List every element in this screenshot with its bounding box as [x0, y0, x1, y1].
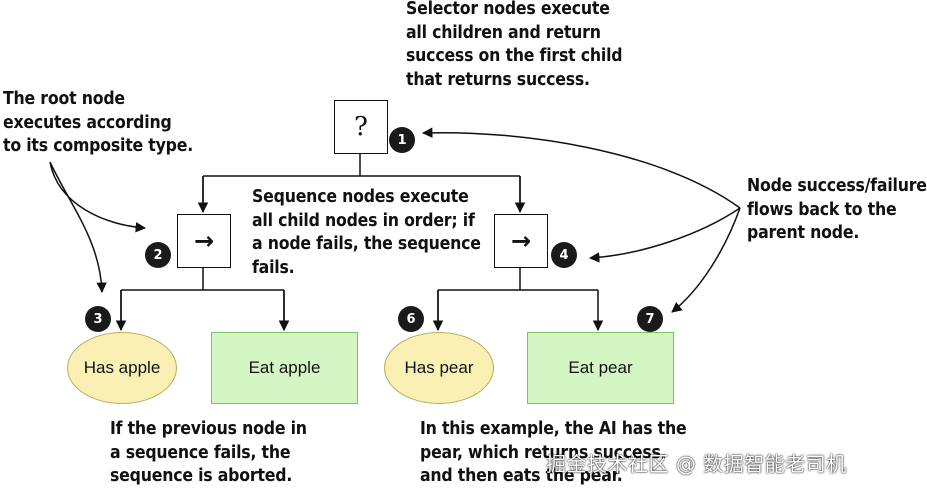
has-apple-condition: Has apple: [67, 332, 177, 404]
arrow-root-to-badge2: [49, 161, 147, 233]
badge-1: 1: [389, 127, 415, 153]
badge-3: 3: [85, 306, 111, 332]
eat-apple-action: Eat apple: [211, 332, 358, 404]
edge-root-to-children: [202, 153, 521, 212]
sequence-node-left: →: [177, 214, 231, 268]
badge-4: 4: [551, 242, 577, 268]
badge-7: 7: [637, 306, 663, 332]
arrow-to-badge4: [588, 207, 741, 263]
arrow-to-badge7: [671, 207, 741, 313]
watermark: 掘金技术社区 @ 数据智能老司机: [546, 452, 847, 476]
arrow-to-badge1: [421, 127, 741, 209]
selector-annotation: Selector nodes execute all children and …: [406, 0, 623, 90]
sequence-node-right: →: [494, 214, 548, 268]
badge-6: 6: [398, 306, 424, 332]
example-annotation: In this example, the AI has the pear, wh…: [420, 419, 687, 486]
root-annotation: The root node executes according to its …: [3, 89, 194, 156]
selector-node: ?: [334, 100, 388, 154]
arrow-root-to-badge3: [49, 161, 107, 294]
success-failure-annotation: Node success/failure flows back to the p…: [747, 176, 927, 243]
previous-node-annotation: If the previous node in a sequence fails…: [110, 419, 307, 486]
sequence-annotation: Sequence nodes execute all child nodes i…: [252, 187, 481, 278]
edge-left-seq-to-children: [120, 267, 284, 330]
eat-pear-action: Eat pear: [527, 332, 674, 404]
has-pear-condition: Has pear: [384, 332, 494, 404]
badge-2: 2: [145, 242, 171, 268]
